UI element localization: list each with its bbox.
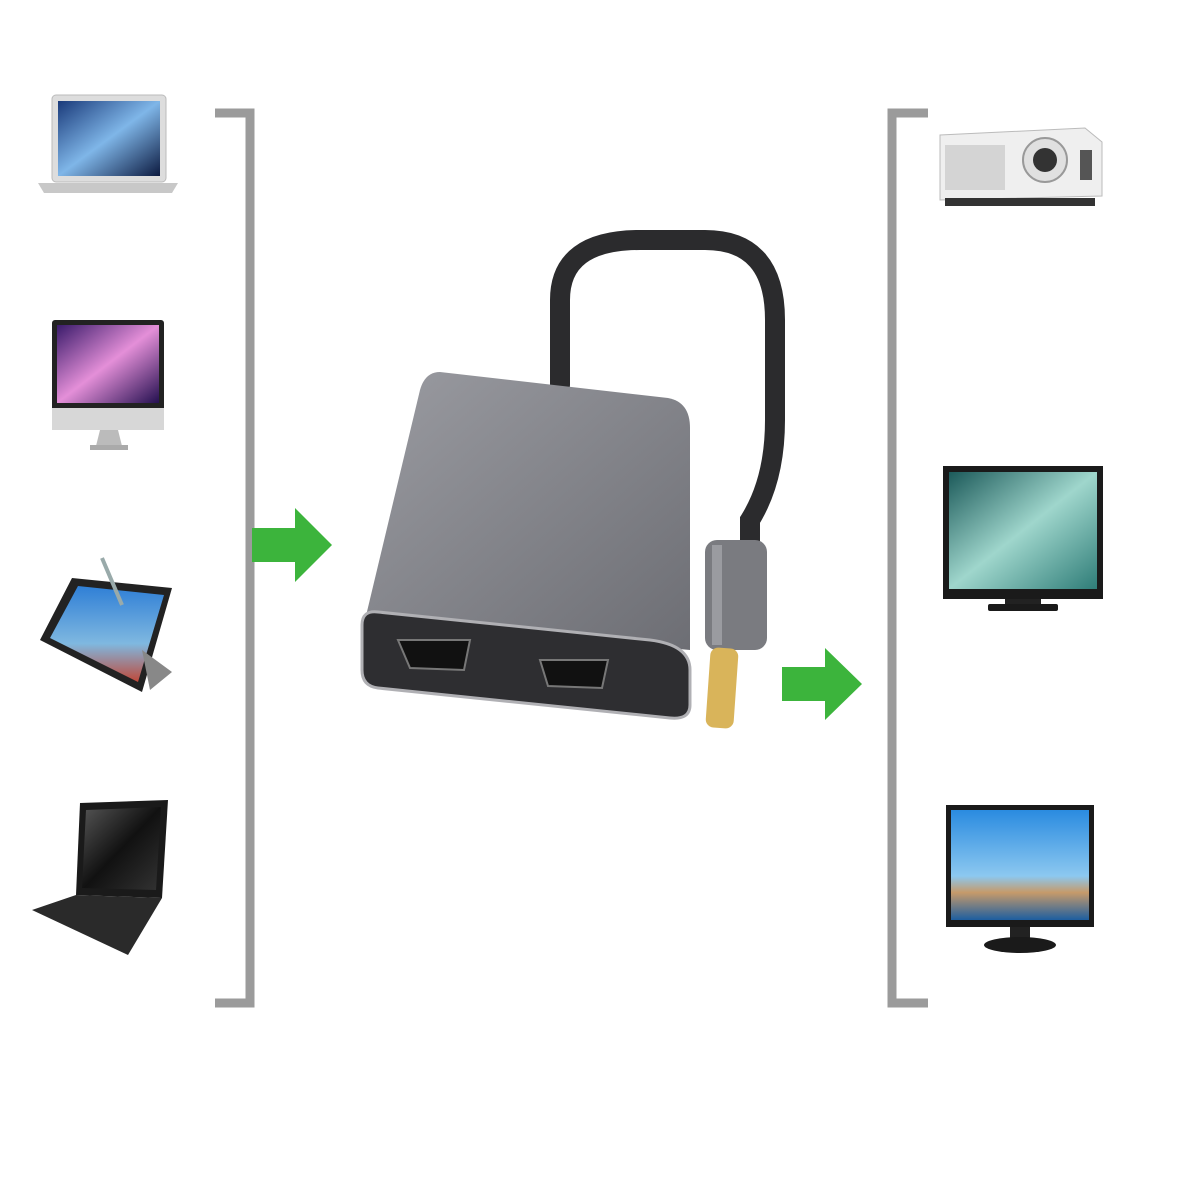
tablet-with-stylus-icon (40, 557, 172, 692)
left-bracket (215, 108, 255, 1008)
cable (550, 230, 785, 570)
macbook-laptop-icon (38, 94, 178, 193)
input-arrow-icon (252, 508, 332, 582)
hdmi-port-1 (396, 639, 472, 672)
desktop-monitor-icon (946, 805, 1094, 953)
black-laptop-icon (32, 800, 168, 955)
imac-desktop-icon (52, 320, 164, 450)
usb-c-to-dual-hdmi-adapter-icon (360, 230, 785, 729)
output-arrow-icon (782, 648, 862, 720)
usb-c-connector (705, 647, 739, 729)
projector-icon (939, 127, 1103, 206)
hdmi-port-2 (538, 659, 610, 690)
right-bracket (887, 108, 928, 1008)
tv-monitor-icon (943, 466, 1103, 611)
